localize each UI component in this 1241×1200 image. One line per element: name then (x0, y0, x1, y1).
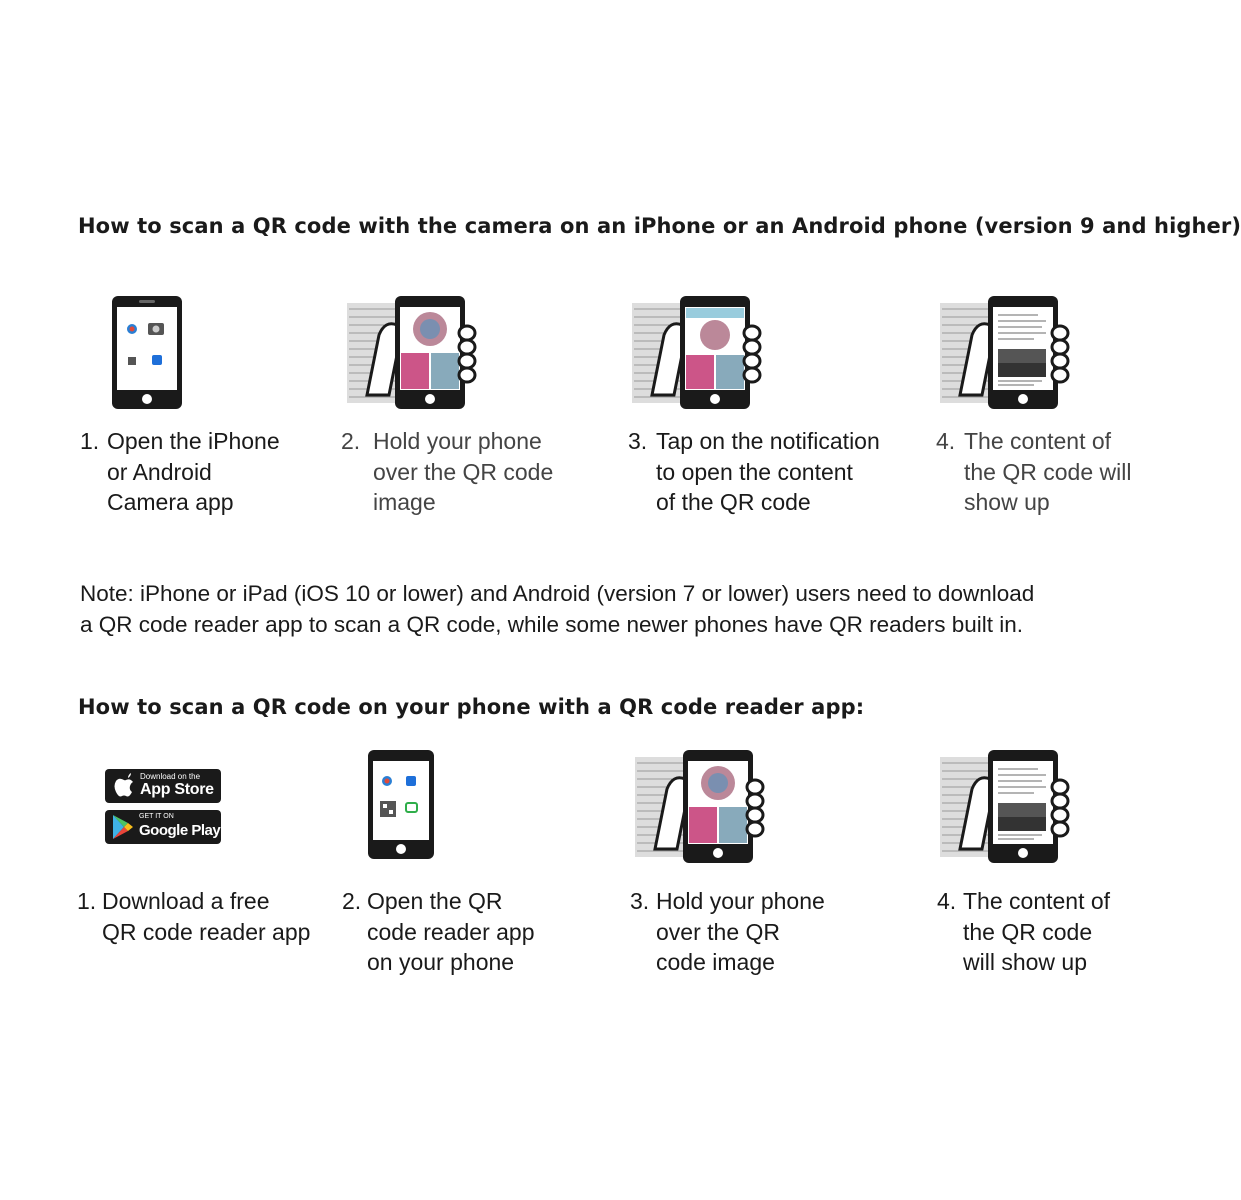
section1-heading: How to scan a QR code with the camera on… (78, 214, 1241, 238)
s2-step-4-number: 4. (937, 888, 957, 914)
s2-step-1-line-1: Download a free (102, 888, 270, 914)
app-store-badge[interactable]: Download on the App Store (105, 769, 221, 803)
apple-icon (114, 773, 133, 797)
app-store-big-text: App Store (140, 781, 214, 798)
s1-step-2-number: 2. (341, 428, 361, 454)
app-store-small-text: Download on the (140, 772, 201, 781)
s1-step-1-number: 1. (80, 428, 100, 454)
s2-step-1-line-2: QR code reader app (102, 918, 311, 945)
s2-step-1-number: 1. (77, 888, 97, 914)
hand-holding-phone-icon (347, 296, 477, 409)
s2-step-2-line-1: Open the QR (367, 888, 503, 914)
hand-holding-phone-notification-icon (632, 296, 762, 409)
s1-step-3-line-2: to open the content (656, 458, 853, 485)
google-play-big-text: Google Play (139, 822, 221, 839)
section2-heading: How to scan a QR code on your phone with… (78, 695, 865, 719)
s1-step-2-line-3: image (373, 489, 436, 515)
s1-step-3-line-1: Tap on the notification (656, 428, 880, 454)
s2-step-3-line-2: over the QR (656, 918, 780, 945)
s2-step-4-line-2: the QR code (963, 918, 1093, 945)
note-line-1: Note: iPhone or iPad (iOS 10 or lower) a… (80, 581, 1035, 606)
s2-step-3-line-1: Hold your phone (656, 888, 825, 914)
phone-camera-app-icon (112, 296, 182, 409)
google-play-icon (113, 815, 133, 839)
s2-step-2-line-3: on your phone (367, 949, 515, 975)
hand-holding-phone-result-icon (940, 750, 1070, 863)
s1-step-2-line-1: Hold your phone (373, 428, 542, 454)
s1-step-4-line-2: the QR code will (964, 458, 1132, 485)
s2-step-2-number: 2. (342, 888, 362, 914)
s2-step-4-line-1: The content of (963, 888, 1111, 914)
note-text: Note: iPhone or iPad (iOS 10 or lower) a… (80, 578, 1140, 640)
s2-step-4-line-3: will show up (963, 949, 1087, 975)
google-play-small-text: GET IT ON (139, 813, 174, 820)
s1-step-2-line-2: over the QR code (373, 458, 554, 485)
s2-step-2-line-2: code reader app (367, 918, 535, 945)
note-line-2: a QR code reader app to scan a QR code, … (80, 612, 1024, 637)
s1-step-3-line-3: of the QR code (656, 489, 811, 515)
google-play-badge[interactable]: GET IT ON Google Play (105, 810, 221, 844)
s2-step-3-line-3: code image (656, 949, 775, 975)
hand-holding-phone-over-qr-icon (635, 750, 765, 863)
s1-step-1-line-3: Camera app (107, 489, 234, 515)
s1-step-1-line-1: Open the iPhone (107, 428, 280, 454)
s1-step-1-line-2: or Android (107, 458, 212, 485)
s1-step-4-line-1: The content of (964, 428, 1112, 454)
phone-qr-reader-app-icon (368, 750, 434, 859)
s1-step-4-number: 4. (936, 428, 956, 454)
s2-step-3-number: 3. (630, 888, 650, 914)
hand-holding-phone-content-icon (940, 296, 1070, 409)
s1-step-4-line-3: show up (964, 489, 1050, 515)
s1-step-3-number: 3. (628, 428, 648, 454)
